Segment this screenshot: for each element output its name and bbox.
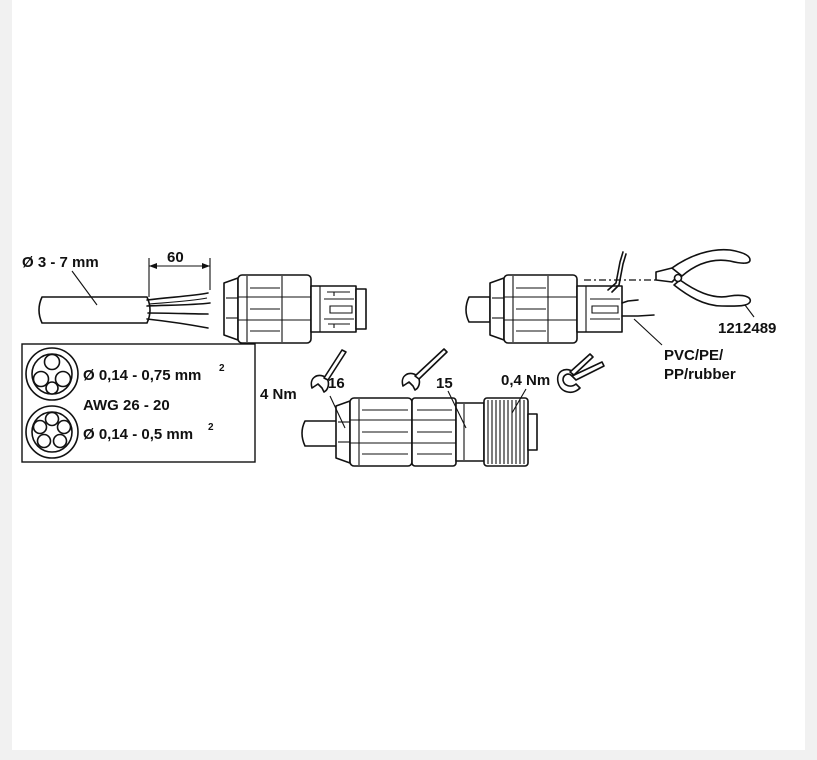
hook-wrench-icon <box>556 353 605 394</box>
assembled-connector-icon <box>301 397 538 467</box>
wire-cross-section-icon <box>25 405 79 459</box>
cable-diameter-label: Ø 3 - 7 mm <box>22 254 99 271</box>
connector-housing-icon <box>223 274 367 344</box>
strip-length-label: 60 <box>167 249 184 266</box>
cable-diameter-leader <box>71 270 98 306</box>
open-end-wrench-icon <box>401 348 448 391</box>
wrench-size-16-label: 16 <box>328 375 345 392</box>
torque-2-label: 0,4 Nm <box>501 372 550 389</box>
wire-range-1-exponent: 2 <box>219 363 225 374</box>
torque-2-leader <box>511 388 527 414</box>
stripped-cable-icon <box>38 292 211 329</box>
wire-range-2-label: Ø 0,14 - 0,5 mm <box>83 426 193 443</box>
material-label-line-1: PVC/PE/ <box>664 347 724 364</box>
open-end-wrench-icon <box>310 349 347 393</box>
article-number-label: 1212489 <box>718 320 776 337</box>
awg-label: AWG 26 - 20 <box>83 397 170 414</box>
wire-cross-section-icon <box>25 347 79 401</box>
assembly-diagram: 60 Ø 3 - 7 mm Ø 0,14 - 0,75 mm 2 AWG 26 … <box>21 248 776 467</box>
wire-range-1-label: Ø 0,14 - 0,75 mm <box>83 367 201 384</box>
torque-1-label: 4 Nm <box>260 386 297 403</box>
side-cutter-pliers-icon <box>655 248 752 307</box>
material-leader <box>633 318 663 346</box>
material-label-line-2: PP/rubber <box>664 366 736 383</box>
article-number-leader <box>744 304 755 318</box>
torque-1-leader <box>329 395 346 429</box>
wrench-size-15-label: 15 <box>436 375 453 392</box>
wire-range-2-exponent: 2 <box>208 422 214 433</box>
figure-frame: 60 Ø 3 - 7 mm Ø 0,14 - 0,75 mm 2 AWG 26 … <box>12 0 805 750</box>
wrench-size-15-leader <box>447 390 467 429</box>
connector-housing-icon <box>465 251 655 344</box>
strip-length-dimension <box>148 258 211 297</box>
